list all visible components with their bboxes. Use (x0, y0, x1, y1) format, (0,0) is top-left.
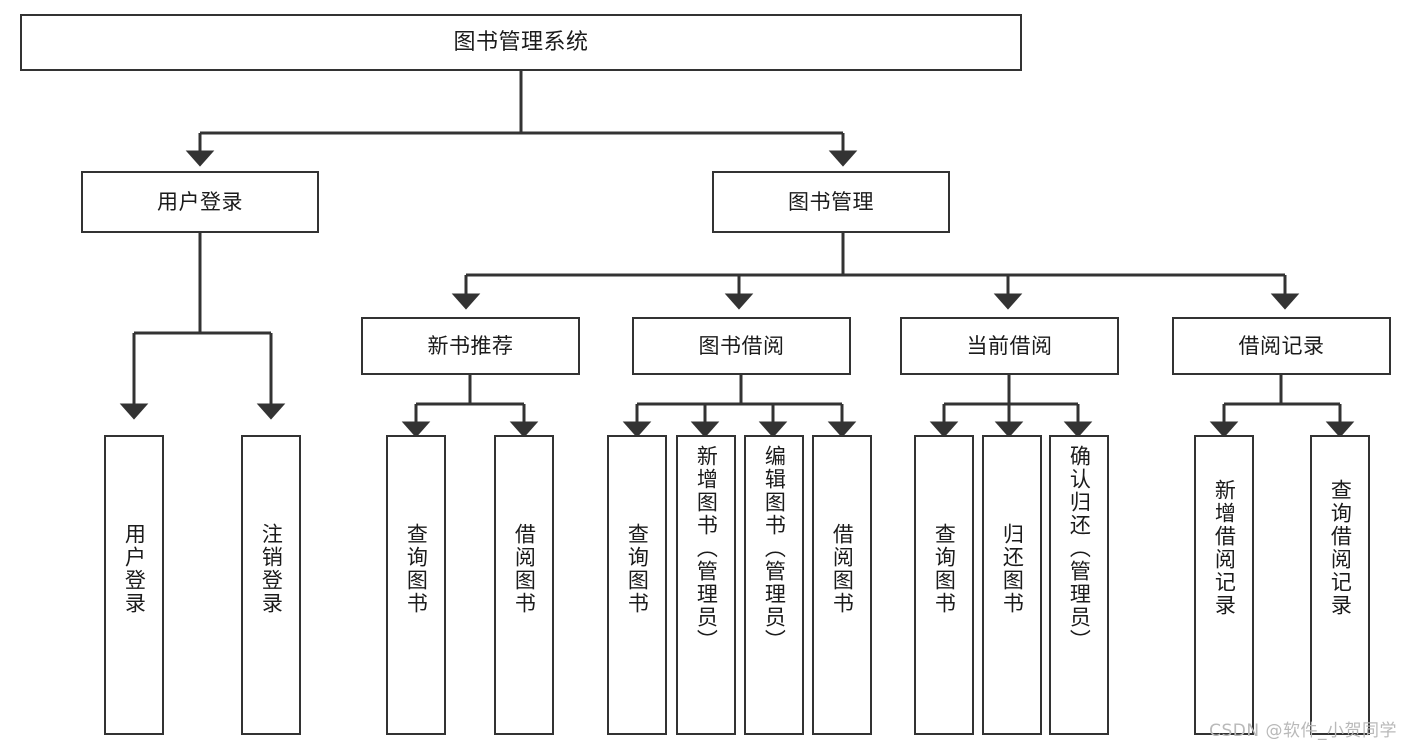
node-leaf-query-record-label: 查询借阅记录 (1328, 479, 1353, 617)
node-leaf-borrow-book-2[interactable]: 借阅图书 (812, 435, 872, 735)
node-leaf-user-login[interactable]: 用户登录 (104, 435, 164, 735)
node-leaf-confirm-return-label: 确认归还（管理员） (1067, 445, 1092, 652)
node-book-manage-label: 图书管理 (788, 189, 874, 214)
node-new-book-rec[interactable]: 新书推荐 (361, 317, 580, 375)
node-root[interactable]: 图书管理系统 (20, 14, 1022, 71)
node-user-login[interactable]: 用户登录 (81, 171, 319, 233)
node-leaf-query-book-1-label: 查询图书 (404, 523, 429, 615)
node-book-manage[interactable]: 图书管理 (712, 171, 950, 233)
node-leaf-confirm-return[interactable]: 确认归还（管理员） (1049, 435, 1109, 735)
node-leaf-return-book-label: 归还图书 (1000, 523, 1025, 615)
node-leaf-edit-book[interactable]: 编辑图书（管理员） (744, 435, 804, 735)
node-leaf-edit-book-label: 编辑图书（管理员） (762, 445, 787, 652)
node-borrow-record-label: 借阅记录 (1238, 333, 1325, 358)
node-leaf-add-book[interactable]: 新增图书（管理员） (676, 435, 736, 735)
node-leaf-borrow-book-2-label: 借阅图书 (830, 523, 855, 615)
node-leaf-query-book-2[interactable]: 查询图书 (607, 435, 667, 735)
node-leaf-user-logout-label: 注销登录 (259, 523, 284, 615)
node-leaf-borrow-book-1-label: 借阅图书 (512, 523, 537, 615)
node-current-borrow[interactable]: 当前借阅 (900, 317, 1119, 375)
node-leaf-query-book-1[interactable]: 查询图书 (386, 435, 446, 735)
node-leaf-return-book[interactable]: 归还图书 (982, 435, 1042, 735)
node-leaf-borrow-book-1[interactable]: 借阅图书 (494, 435, 554, 735)
node-user-login-label: 用户登录 (157, 189, 243, 214)
node-leaf-query-book-2-label: 查询图书 (625, 523, 650, 615)
node-new-book-rec-label: 新书推荐 (427, 333, 514, 358)
node-root-label: 图书管理系统 (453, 29, 589, 55)
node-current-borrow-label: 当前借阅 (966, 333, 1053, 358)
watermark-text: CSDN @软件_小贺同学 (1209, 721, 1397, 741)
node-leaf-add-record[interactable]: 新增借阅记录 (1194, 435, 1254, 735)
node-leaf-user-login-label: 用户登录 (122, 523, 147, 615)
node-leaf-add-record-label: 新增借阅记录 (1212, 479, 1237, 617)
node-leaf-add-book-label: 新增图书（管理员） (694, 445, 719, 652)
node-book-borrow[interactable]: 图书借阅 (632, 317, 851, 375)
node-book-borrow-label: 图书借阅 (698, 333, 785, 358)
node-leaf-query-book-3[interactable]: 查询图书 (914, 435, 974, 735)
node-borrow-record[interactable]: 借阅记录 (1172, 317, 1391, 375)
node-leaf-query-record[interactable]: 查询借阅记录 (1310, 435, 1370, 735)
node-leaf-query-book-3-label: 查询图书 (932, 523, 957, 615)
node-leaf-user-logout[interactable]: 注销登录 (241, 435, 301, 735)
